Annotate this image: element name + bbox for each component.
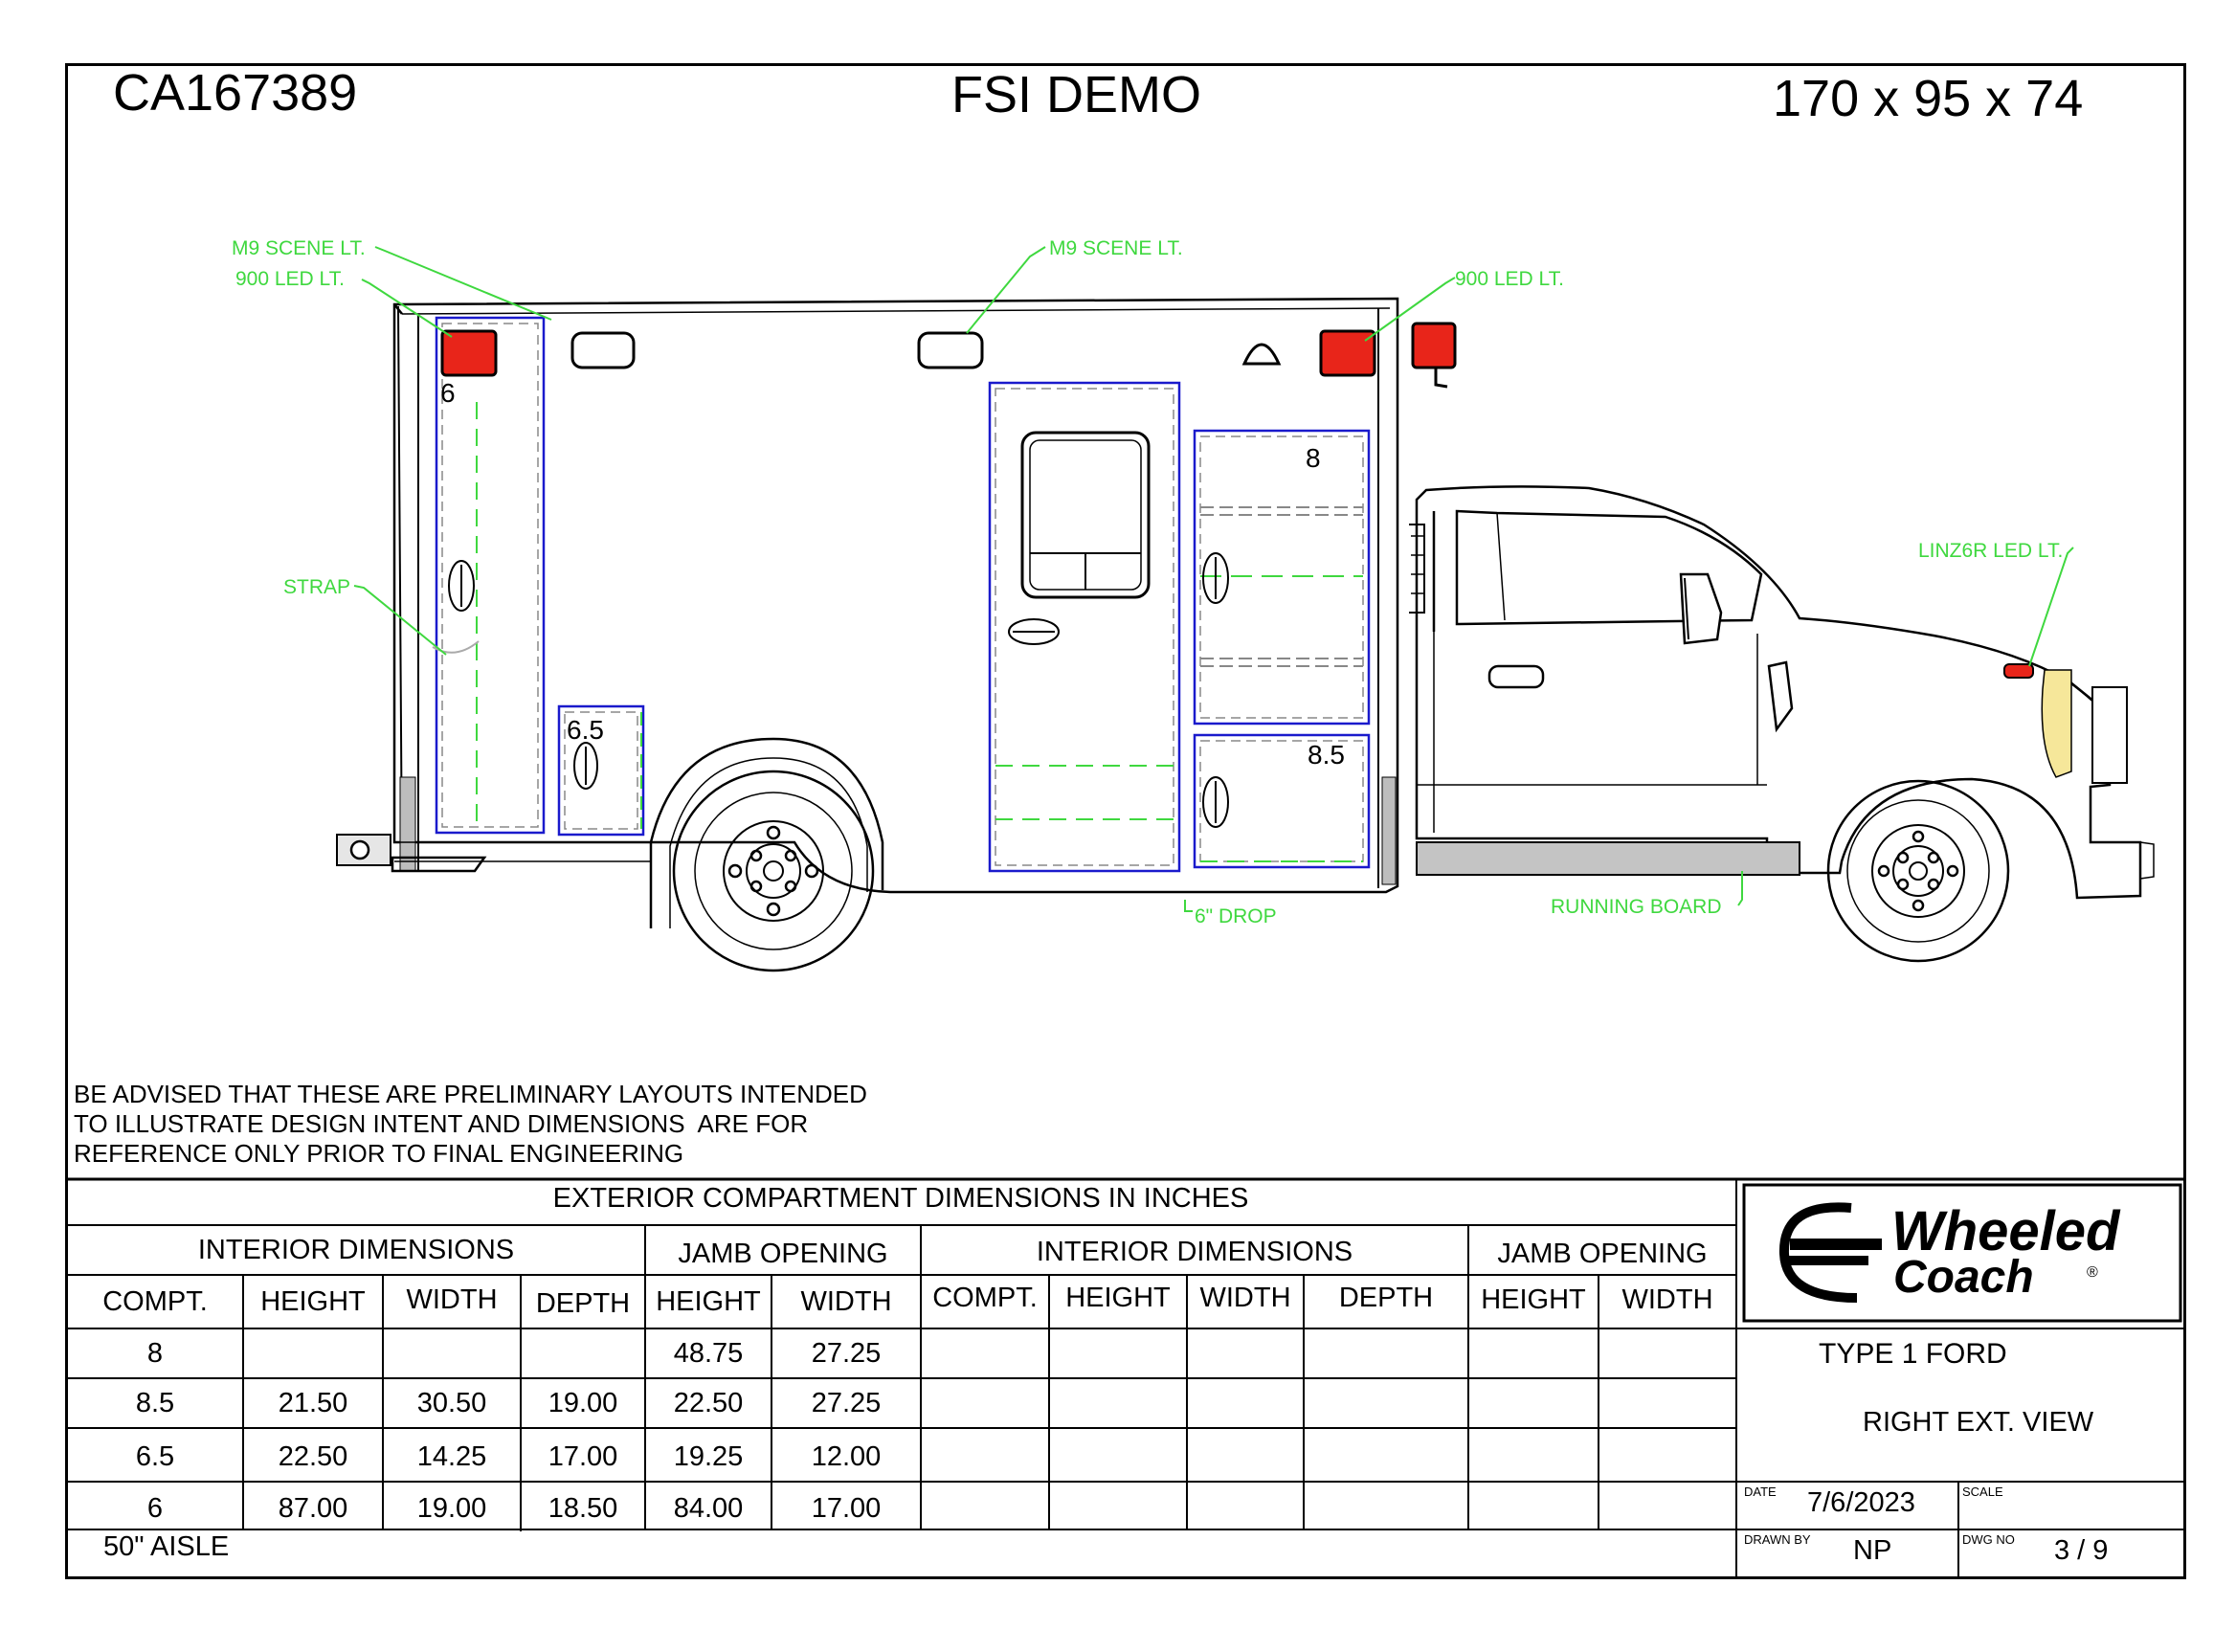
date-value: 7/6/2023 [1807,1487,1915,1518]
table-cell: 48.75 [673,1338,744,1369]
box-size: 170 x 95 x 74 [1773,70,2084,127]
table-cell: 27.25 [811,1338,882,1369]
linz6r-light [2003,663,2034,679]
callout-6in-drop: 6" DROP [1195,905,1277,927]
table-cell: 30.50 [416,1388,487,1418]
model-label: TYPE 1 FORD [1819,1338,2007,1370]
logo-coach: Coach [1893,1252,2034,1303]
group-header-interior-right: INTERIOR DIMENSIONS [1036,1237,1353,1267]
table-cell: 19.00 [548,1388,618,1418]
compartment-label-8-5: 8.5 [1308,740,1345,770]
col-header-jamb-height-2: HEIGHT [1481,1284,1586,1315]
table-cell: 12.00 [811,1441,882,1472]
callout-m9-scene-center: M9 SCENE LT. [1049,237,1183,259]
group-header-jamb-right: JAMB OPENING [1497,1239,1708,1269]
col-header-jamb-height: HEIGHT [656,1286,761,1317]
table-title: EXTERIOR COMPARTMENT DIMENSIONS IN INCHE… [552,1183,1249,1214]
col-header-jamb-width-2: WIDTH [1621,1284,1713,1315]
table-cell: 17.00 [811,1493,882,1524]
compartment-6: 6 [432,316,546,835]
date-field-label: DATE [1744,1485,1777,1499]
table-cell: 22.50 [673,1388,744,1418]
scale-field-label: SCALE [1962,1485,2003,1499]
compartment-8-5: 8.5 [1193,733,1371,869]
compartment-label-8: 8 [1306,443,1321,473]
col-header-depth-2: DEPTH [1338,1283,1434,1313]
module-lights [440,322,1457,389]
table-cell: 19.25 [673,1441,744,1472]
col-header-compt-2: COMPT. [932,1283,1038,1313]
logo-wheeled: Wheeled [1891,1200,2121,1262]
table-cell: 84.00 [673,1493,744,1524]
compartment-label-6-5: 6.5 [567,715,604,745]
vent-dome [1241,343,1282,366]
table-cell: 14.25 [416,1441,487,1472]
drawn-by-field-label: DRAWN BY [1744,1532,1811,1547]
col-header-jamb-width: WIDTH [800,1286,892,1317]
table-cell: 87.00 [278,1493,348,1524]
m9-scene-light-left [570,331,636,369]
callout-900-led-left: 900 LED LT. [235,268,345,290]
col-header-compt: COMPT. [102,1286,208,1317]
preliminary-disclaimer: BE ADVISED THAT THESE ARE PRELIMINARY LA… [74,1080,867,1168]
logo-registered: ® [2087,1264,2098,1281]
front-wheel [1826,779,2010,963]
customer-name: FSI DEMO [951,66,1202,123]
view-label: RIGHT EXT. VIEW [1863,1407,2094,1438]
order-number: CA167389 [113,64,358,122]
table-cell: 18.50 [548,1493,618,1524]
red-warning-light-corner [1411,322,1457,369]
callout-running-board: RUNNING BOARD [1551,896,1722,918]
table-cell: 19.00 [416,1493,487,1524]
patient-module-body [336,297,1399,894]
compartment-label-6: 6 [440,378,456,408]
col-header-height: HEIGHT [260,1286,366,1317]
red-warning-light-rear [440,329,498,377]
drawn-by-value: NP [1853,1535,1892,1566]
dwg-no-field-label: DWG NO [1962,1532,2015,1547]
table-cell: 21.50 [278,1388,348,1418]
truck-cab [1409,485,2155,900]
red-warning-light-front [1319,329,1376,377]
dwg-no-value: 3 / 9 [2054,1535,2109,1566]
table-cell: 6.5 [135,1441,175,1472]
callout-leaders [353,246,2074,912]
table-cell: 8 [146,1338,164,1369]
table-cell: 22.50 [278,1441,348,1472]
group-header-jamb-left: JAMB OPENING [678,1239,888,1269]
col-header-width: WIDTH [406,1284,498,1315]
aisle-note: 50" AISLE [103,1531,230,1562]
side-entry-door [988,381,1181,873]
callout-strap: STRAP [283,576,350,598]
table-cell: 17.00 [548,1441,618,1472]
rear-wheel [649,737,884,972]
compartment-8: 8 [1193,429,1371,726]
group-header-interior-left: INTERIOR DIMENSIONS [197,1235,515,1265]
callout-m9-scene-left: M9 SCENE LT. [232,237,366,259]
col-header-width-2: WIDTH [1199,1283,1291,1313]
table-cell: 27.25 [811,1388,882,1418]
m9-scene-light-center [917,331,984,369]
compartment-6-5: 6.5 [557,704,645,837]
col-header-depth: DEPTH [535,1288,631,1319]
table-cell: 6 [146,1493,164,1524]
col-header-height-2: HEIGHT [1065,1283,1171,1313]
table-cell: 8.5 [135,1388,175,1418]
callout-linz6r: LINZ6R LED LT. [1918,540,2063,562]
drawing-frame [65,63,2186,1579]
callout-900-led-right: 900 LED LT. [1455,268,1564,290]
running-board [1416,841,1800,876]
